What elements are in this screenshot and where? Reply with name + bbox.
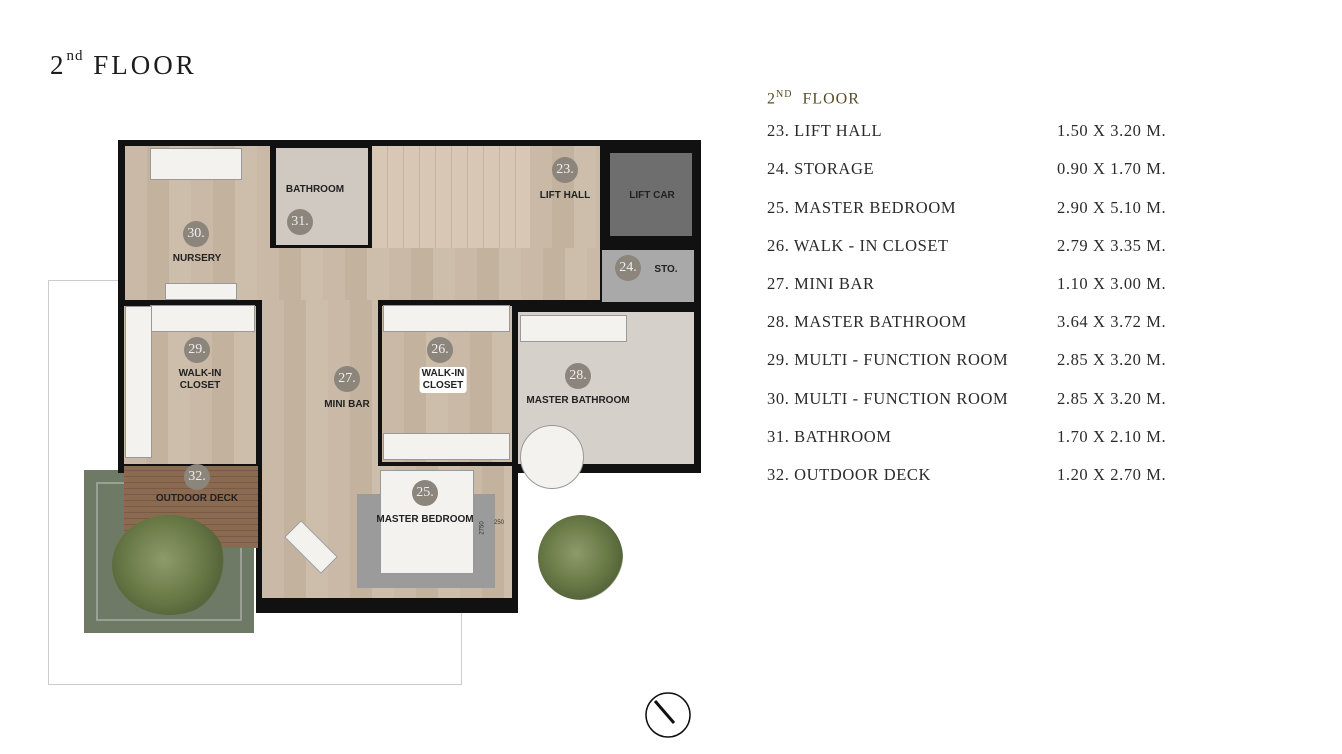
room-number-29: 29. (184, 337, 210, 363)
dimension-bed-length: 2750 (479, 521, 486, 535)
wardrobe-26 (383, 305, 510, 332)
room-dimensions: 2.85 X 3.20 M. (1057, 389, 1167, 408)
room-label-storage: STO. (654, 264, 678, 275)
room-dimensions: 0.90 X 1.70 M. (1057, 159, 1167, 178)
legend-row: 26. WALK - IN CLOSET 2.79 X 3.35 M. (767, 236, 1207, 260)
room-dimensions: 1.50 X 3.20 M. (1057, 121, 1167, 140)
room-number-30: 30. (183, 221, 209, 247)
legend-header: 2ND FLOOR (767, 89, 860, 108)
legend-row: 28. MASTER BATHROOM 3.64 X 3.72 M. (767, 312, 1207, 336)
vanity (520, 315, 627, 342)
room-name: 31. BATHROOM (767, 427, 892, 446)
room-name: 23. LIFT HALL (767, 121, 883, 140)
room-number-31: 31. (287, 209, 313, 235)
room-dimensions: 1.20 X 2.70 M. (1057, 465, 1167, 484)
room-number-32: 32. (184, 464, 210, 490)
room-label-lift-car: LIFT CAR (629, 190, 675, 201)
room-name: 25. MASTER BEDROOM (767, 198, 957, 217)
bathtub (520, 425, 584, 489)
room-label-mini-bar: MINI BAR (324, 399, 370, 410)
legend-row: 23. LIFT HALL 1.50 X 3.20 M. (767, 121, 1207, 145)
room-dimensions: 1.10 X 3.00 M. (1057, 274, 1167, 293)
room-dimensions: 1.70 X 2.10 M. (1057, 427, 1167, 446)
room-number-27: 27. (334, 366, 360, 392)
storage-floor (602, 250, 694, 302)
room-name: 28. MASTER BATHROOM (767, 312, 967, 331)
lift-car (610, 153, 692, 236)
room-dimensions: 3.64 X 3.72 M. (1057, 312, 1167, 331)
room-dimensions: 2.85 X 3.20 M. (1057, 350, 1167, 369)
room-number-24: 24. (615, 255, 641, 281)
room-label-deck: OUTDOOR DECK (155, 493, 239, 504)
tree-icon (538, 515, 623, 600)
room-name: 29. MULTI - FUNCTION ROOM (767, 350, 1009, 369)
legend-row: 31. BATHROOM 1.70 X 2.10 M. (767, 427, 1207, 451)
dimension-bed-gap: 250 (494, 520, 505, 526)
room-number-28: 28. (565, 363, 591, 389)
room-label-master-bedroom: MASTER BEDROOM (376, 514, 474, 525)
room-label-nursery: NURSERY (172, 253, 222, 264)
legend-row: 24. STORAGE 0.90 X 1.70 M. (767, 159, 1207, 183)
room-name: 26. WALK - IN CLOSET (767, 236, 949, 255)
room-label-lift-hall: LIFT HALL (539, 190, 591, 201)
legend-row: 25. MASTER BEDROOM 2.90 X 5.10 M. (767, 198, 1207, 222)
room-name: 24. STORAGE (767, 159, 875, 178)
room-label-master-bathroom: MASTER BATHROOM (526, 395, 630, 406)
wardrobe-29 (150, 305, 255, 332)
wardrobe-26-lower (383, 433, 510, 460)
sofa (150, 148, 242, 180)
room-dimensions: 2.90 X 5.10 M. (1057, 198, 1167, 217)
room-label-bathroom: BATHROOM (285, 184, 345, 195)
stairs (372, 146, 530, 248)
page-title: 2nd FLOOR (50, 48, 197, 80)
room-name: 27. MINI BAR (767, 274, 875, 293)
legend-row: 27. MINI BAR 1.10 X 3.00 M. (767, 274, 1207, 298)
room-dimensions: 2.79 X 3.35 M. (1057, 236, 1167, 255)
north-arrow-icon (645, 692, 691, 738)
room-name: 30. MULTI - FUNCTION ROOM (767, 389, 1009, 408)
legend-row: 29. MULTI - FUNCTION ROOM 2.85 X 3.20 M. (767, 350, 1207, 374)
desk (165, 283, 237, 300)
room-number-26: 26. (427, 337, 453, 363)
room-number-23: 23. (552, 157, 578, 183)
wardrobe-29-side (125, 306, 152, 458)
legend-row: 30. MULTI - FUNCTION ROOM 2.85 X 3.20 M. (767, 389, 1207, 413)
room-number-25: 25. (412, 480, 438, 506)
legend-row: 32. OUTDOOR DECK 1.20 X 2.70 M. (767, 465, 1207, 489)
tree-icon (112, 515, 227, 615)
room-name: 32. OUTDOOR DECK (767, 465, 932, 484)
